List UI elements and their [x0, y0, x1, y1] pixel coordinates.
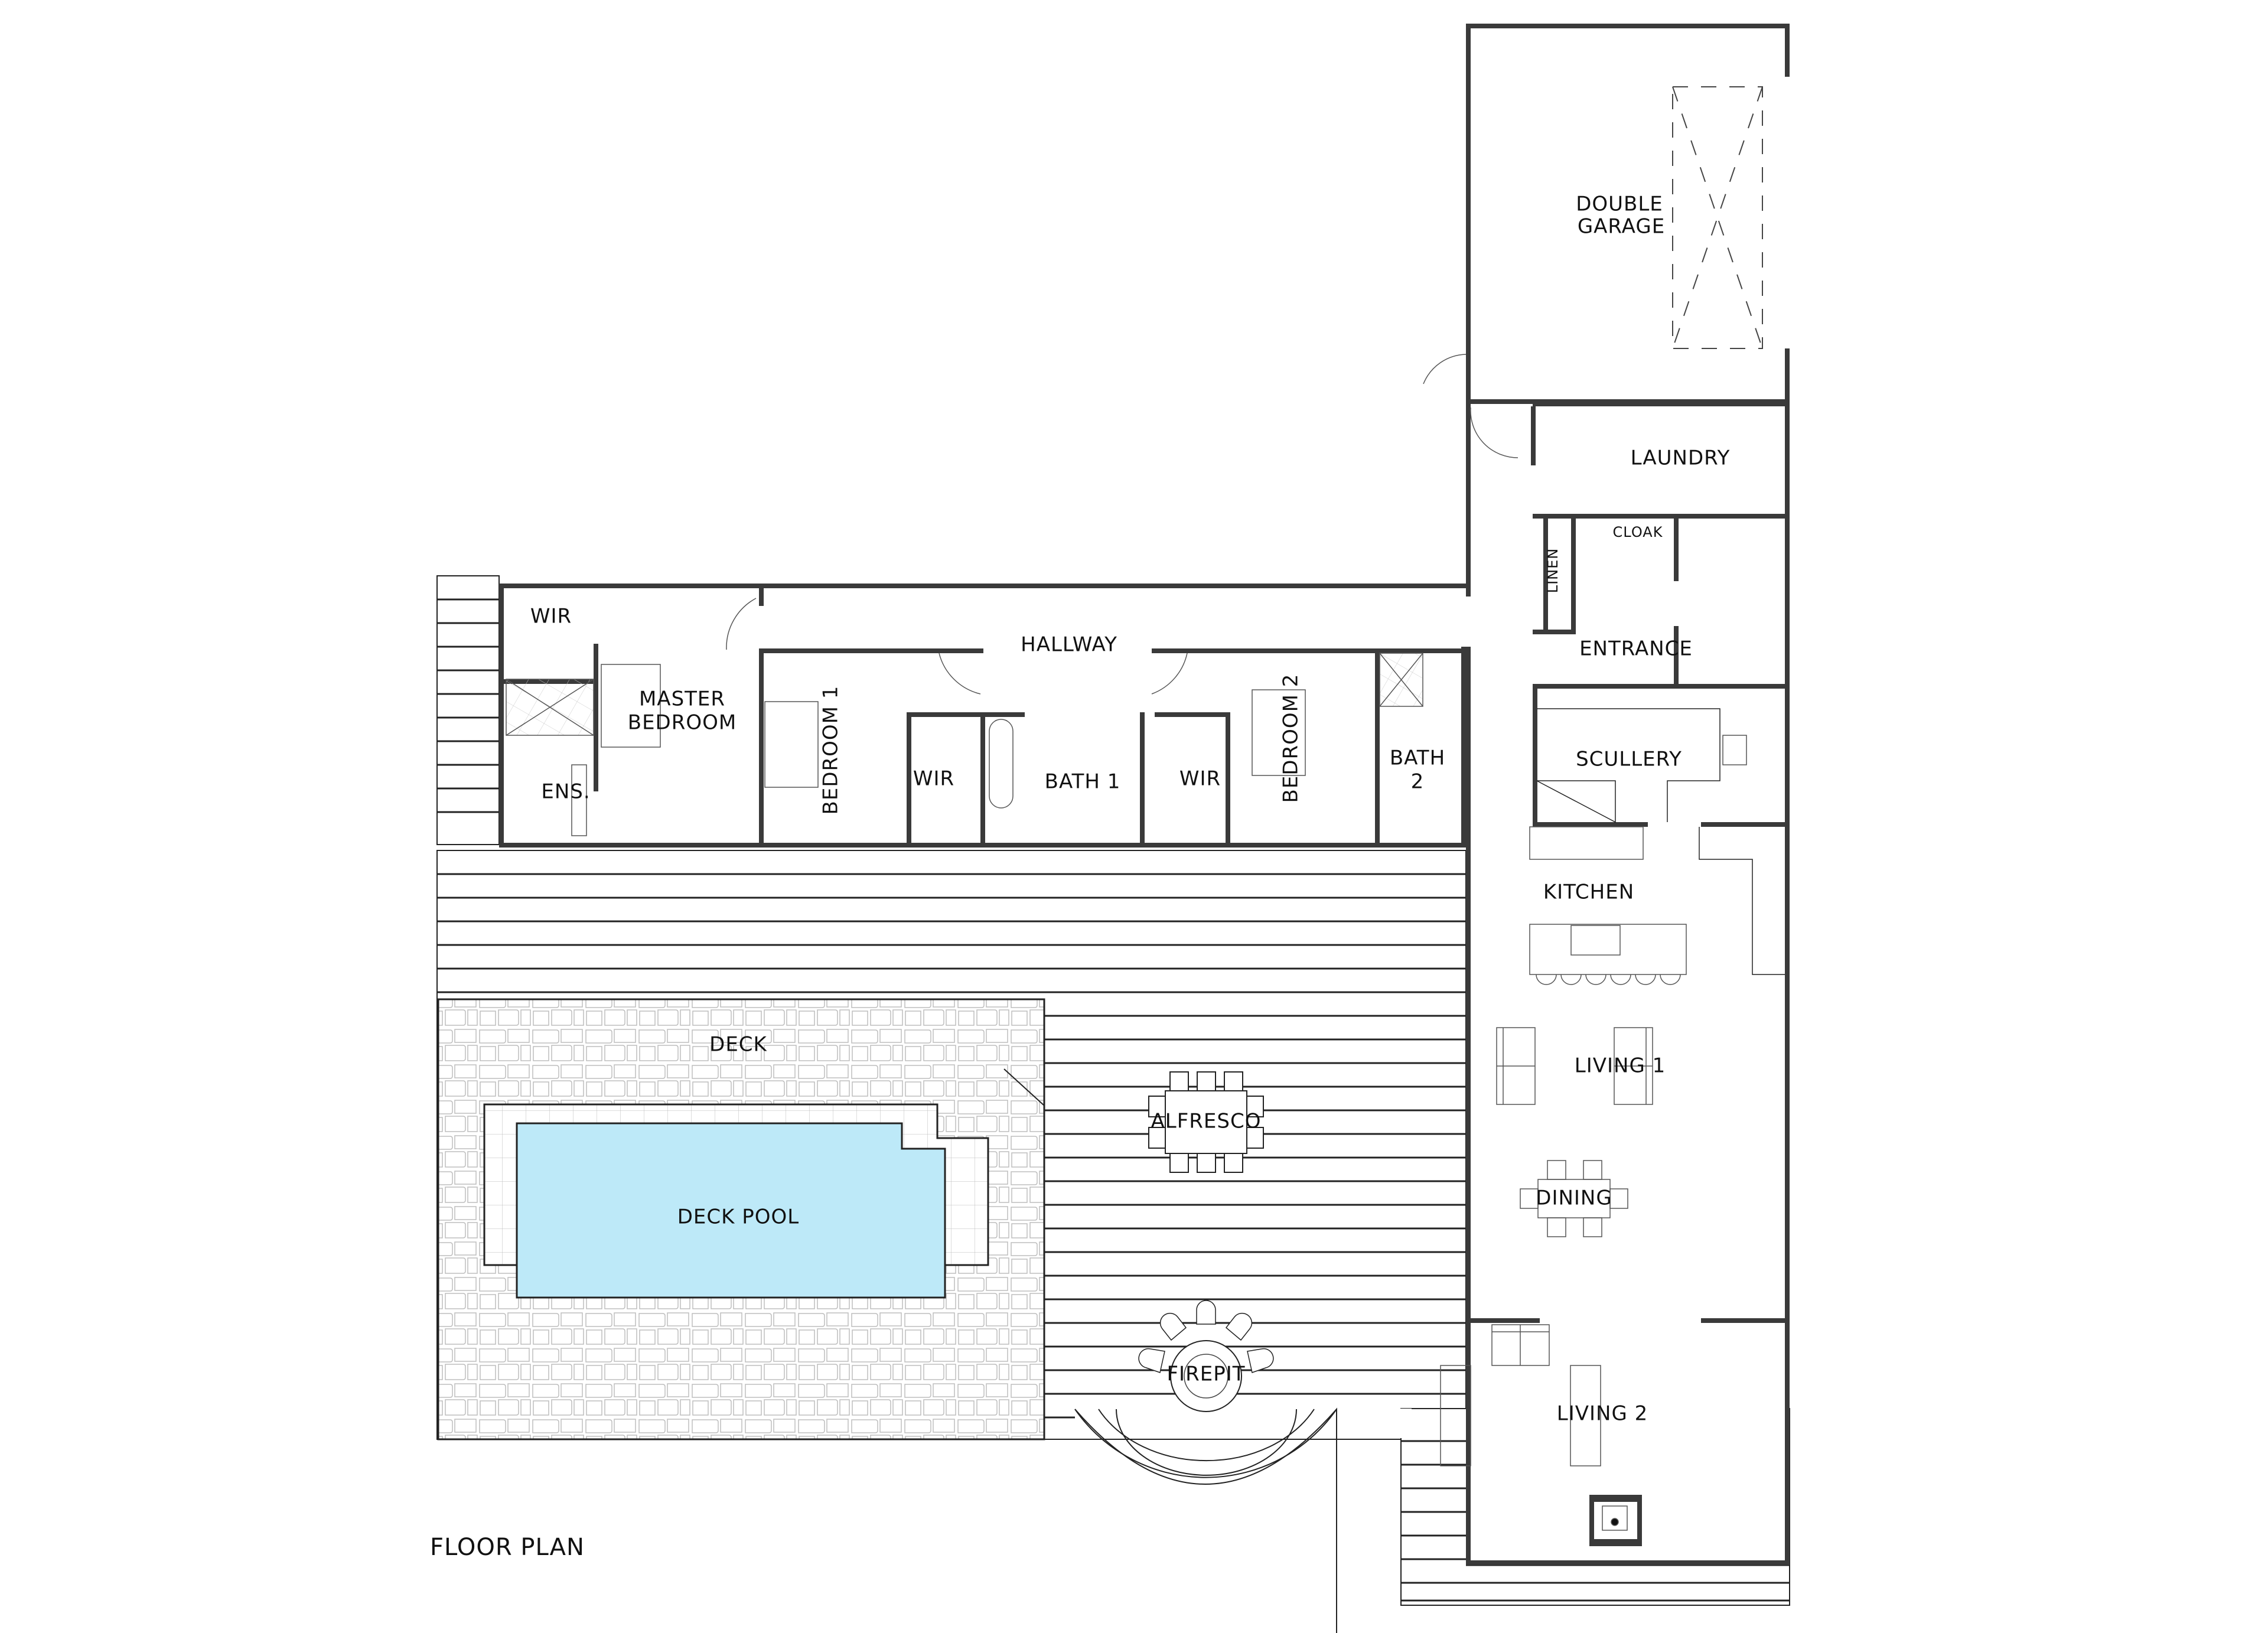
room-labels: DOUBLE GARAGE LAUNDRY CLOAK LINEN ENTRAN… — [430, 193, 1731, 1562]
label-double-garage-2: GARAGE — [1578, 215, 1665, 239]
label-hallway: HALLWAY — [1021, 633, 1117, 657]
label-laundry: LAUNDRY — [1631, 446, 1731, 470]
label-master-bedroom-1: MASTER — [639, 687, 725, 711]
label-living-1: LIVING 1 — [1575, 1054, 1666, 1078]
label-deck: DECK — [709, 1033, 767, 1057]
label-double-garage-1: DOUBLE — [1576, 193, 1663, 216]
label-alfresco: ALFRESCO — [1151, 1110, 1262, 1133]
label-master-wir: WIR — [530, 605, 572, 628]
label-kitchen: KITCHEN — [1543, 881, 1634, 904]
label-bedroom-2: BEDROOM 2 — [1279, 674, 1303, 803]
label-ensuite: ENS. — [541, 780, 590, 804]
firepit — [1074, 1300, 1412, 1633]
label-bath-2-2: 2 — [1411, 770, 1425, 794]
label-deck-pool: DECK POOL — [677, 1205, 799, 1229]
label-living-2: LIVING 2 — [1557, 1402, 1648, 1426]
label-master-bedroom-2: BEDROOM — [628, 711, 737, 735]
walls — [499, 24, 1790, 1565]
label-linen: LINEN — [1544, 548, 1561, 594]
label-bedroom-1: BEDROOM 1 — [819, 686, 843, 815]
label-entrance: ENTRANCE — [1579, 637, 1693, 661]
alfresco-table — [1148, 1071, 1264, 1173]
label-wir-2: WIR — [1179, 767, 1221, 791]
label-wir-1: WIR — [913, 767, 954, 791]
pool-water — [516, 1122, 946, 1299]
label-bath-1: BATH 1 — [1045, 770, 1121, 794]
fixtures — [506, 86, 1785, 1546]
label-cloak: CLOAK — [1613, 524, 1663, 540]
stone-pool-deck — [437, 998, 1045, 1440]
label-bath-2-1: BATH — [1390, 747, 1445, 770]
label-scullery: SCULLERY — [1576, 748, 1682, 771]
label-dining: DINING — [1536, 1187, 1612, 1210]
label-firepit: FIREPIT — [1167, 1363, 1246, 1386]
drawing-title: FLOOR PLAN — [430, 1534, 585, 1561]
